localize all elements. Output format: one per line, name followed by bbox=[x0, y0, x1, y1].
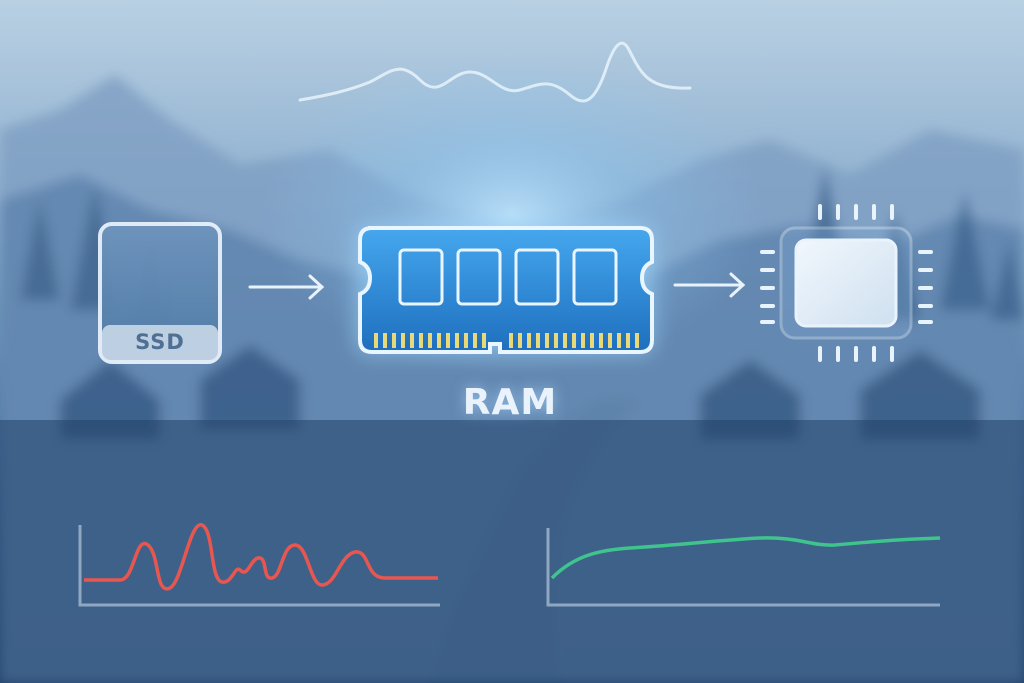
ram-contact-pin bbox=[392, 333, 396, 348]
ram-contact-pin bbox=[401, 333, 405, 348]
ram-contact-pin bbox=[473, 333, 477, 348]
ram-contact-pin bbox=[590, 333, 594, 348]
ram-contact-pin bbox=[518, 333, 522, 348]
ram-contact-pin bbox=[419, 333, 423, 348]
ram-contact-pin bbox=[626, 333, 630, 348]
ram-contact-pin bbox=[545, 333, 549, 348]
ram-contact-pin bbox=[455, 333, 459, 348]
ram-contact-pin bbox=[437, 333, 441, 348]
red-line-chart bbox=[78, 523, 440, 607]
ram-contact-pin bbox=[374, 333, 378, 348]
ram-contacts bbox=[374, 333, 639, 348]
ram-label: RAM bbox=[462, 382, 558, 423]
green-line-chart bbox=[546, 528, 941, 607]
ram-contact-pin bbox=[509, 333, 513, 348]
ram-contact-pin bbox=[554, 333, 558, 348]
ram-contact-pin bbox=[536, 333, 540, 348]
ssd-label: SSD bbox=[135, 330, 185, 354]
ram-contact-pin bbox=[608, 333, 612, 348]
signal-wave-icon bbox=[298, 41, 692, 103]
ssd-icon bbox=[98, 222, 222, 364]
green-series-line bbox=[550, 536, 941, 580]
cpu-chip-icon bbox=[760, 204, 933, 362]
ram-contact-pin bbox=[581, 333, 585, 348]
chart-axis bbox=[546, 528, 940, 607]
ram-contact-pin bbox=[428, 333, 432, 348]
ram-contact-pin bbox=[446, 333, 450, 348]
ram-contact-pin bbox=[464, 333, 468, 348]
ram-contact-pin bbox=[527, 333, 531, 348]
ram-contact-pin bbox=[410, 333, 414, 348]
arrow-right-icon bbox=[248, 274, 325, 300]
ram-contact-pin bbox=[383, 333, 387, 348]
ram-contact-pin bbox=[482, 333, 486, 348]
ram-contact-pin bbox=[635, 333, 639, 348]
ram-contact-pin bbox=[617, 333, 621, 348]
chart-axis bbox=[78, 525, 440, 607]
ram-module-icon bbox=[355, 225, 655, 355]
ram-contact-pin bbox=[572, 333, 576, 348]
ram-contact-pin bbox=[563, 333, 567, 348]
arrow-right-icon bbox=[673, 272, 746, 298]
ram-contact-pin bbox=[599, 333, 603, 348]
red-series-line bbox=[84, 523, 438, 591]
